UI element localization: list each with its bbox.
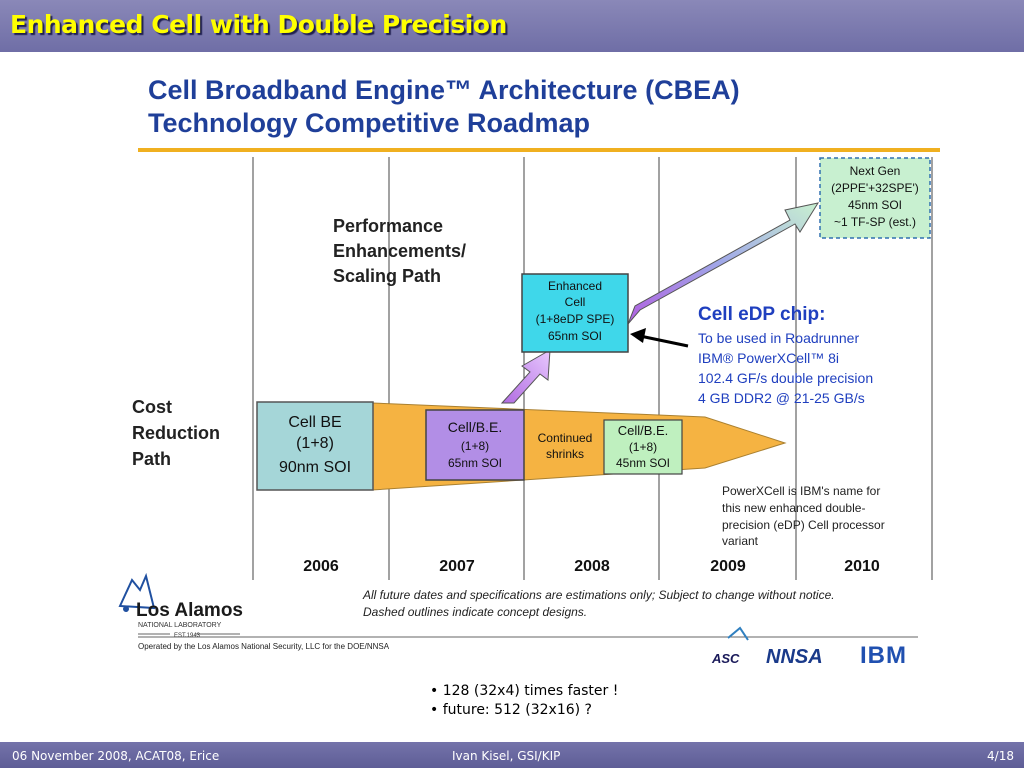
svg-text:Cell/B.E.: Cell/B.E. [448,419,502,435]
cell-be-name: Cell BE [288,414,341,431]
svg-text:Cell/B.E.: Cell/B.E. [618,423,669,438]
year-gridlines [252,157,933,580]
svg-text:All future dates and specifica: All future dates and specifications are … [362,588,835,602]
svg-text:To be used in Roadrunner: To be used in Roadrunner [698,330,859,346]
partner-logos: ASC NNSA IBM [711,626,907,669]
bullet-item: • future: 512 (32x16) ? [430,702,592,718]
svg-text:shrinks: shrinks [546,447,584,461]
performance-path-label: Performance Enhancements/ Scaling Path [333,216,466,286]
bullet-list: • 128 (32x4) times faster ! • future: 51… [430,682,618,720]
slide-footer: 06 November 2008, ACAT08, Erice Ivan Kis… [0,742,1024,768]
svg-text:this new enhanced double-: this new enhanced double- [722,501,865,515]
svg-text:Performance: Performance [333,216,443,236]
svg-text:Scaling Path: Scaling Path [333,266,441,286]
svg-text:65nm SOI: 65nm SOI [548,329,602,343]
enhanced-cell-box [521,273,629,353]
cost-reduction-label: Cost Reduction Path [132,397,220,469]
roadmap-title-line1: Cell Broadband Engine™ Architecture (CBE… [148,75,740,105]
svg-text:precision (eDP) Cell processor: precision (eDP) Cell processor [722,518,885,532]
next-gen-box [819,157,931,239]
svg-text:PowerXCell is IBM's name for: PowerXCell is IBM's name for [722,484,880,498]
svg-text:Continued: Continued [538,431,593,445]
cell-be-config: (1+8) [296,435,334,452]
svg-text:2007: 2007 [439,558,475,575]
svg-text:(1+8eDP SPE): (1+8eDP SPE) [536,312,615,326]
year-labels: 2006 2007 2008 2009 2010 [303,558,880,575]
roadmap-diagram: Cell Broadband Engine™ Architecture (CBE… [118,75,940,669]
svg-text:Reduction: Reduction [132,423,220,443]
edp-chip-specs: To be used in Roadrunner IBM® PowerXCell… [698,330,873,406]
edp-pointer-arrow [630,328,689,348]
cell-be-45nm-box [603,419,683,475]
svg-text:Next Gen: Next Gen [850,164,901,178]
footer-author: Ivan Kisel, GSI/KIP [452,749,561,763]
asc-logo: ASC [711,651,740,666]
title-underline [138,148,940,152]
svg-text:NATIONAL LABORATORY: NATIONAL LABORATORY [138,622,222,629]
svg-text:EST.1943: EST.1943 [174,633,201,639]
edp-chip-title: Cell eDP chip: [698,304,825,325]
footer-date-event: 06 November 2008, ACAT08, Erice [12,749,220,763]
svg-text:2008: 2008 [574,558,610,575]
svg-text:IBM® PowerXCell™ 8i: IBM® PowerXCell™ 8i [698,350,839,366]
svg-text:(1+8): (1+8) [629,440,657,454]
svg-text:45nm SOI: 45nm SOI [848,198,902,212]
slide-header: Enhanced Cell with Double Precision [0,0,1024,52]
svg-text:Enhanced: Enhanced [548,279,602,293]
svg-text:4 GB DDR2 @ 21-25 GB/s: 4 GB DDR2 @ 21-25 GB/s [698,390,865,406]
svg-text:Path: Path [132,449,171,469]
bullet-item: • 128 (32x4) times faster ! [430,683,619,699]
slide-title: Enhanced Cell with Double Precision [10,10,507,39]
disclaimer: All future dates and specifications are … [362,588,835,619]
svg-text:2006: 2006 [303,558,339,575]
svg-text:Dashed outlines indicate conce: Dashed outlines indicate concept designs… [363,605,587,619]
ibm-logo: IBM [860,642,907,669]
cell-be-process: 90nm SOI [279,459,351,476]
powerxcell-note: PowerXCell is IBM's name for this new en… [722,484,885,548]
continued-shrinks-label: Continued shrinks [538,431,593,461]
cell-be-90nm-box [256,401,374,491]
svg-text:~1 TF-SP (est.): ~1 TF-SP (est.) [834,215,916,229]
cell-be-65nm-box [425,409,525,481]
svg-text:(1+8): (1+8) [461,439,489,453]
svg-text:102.4 GF/s double precision: 102.4 GF/s double precision [698,370,873,386]
svg-text:(2PPE'+32SPE'): (2PPE'+32SPE') [831,181,919,195]
operated-by: Operated by the Los Alamos National Secu… [138,642,390,651]
svg-text:2009: 2009 [710,558,746,575]
footer-page-number: 4/18 [987,749,1014,763]
svg-text:65nm SOI: 65nm SOI [448,456,502,470]
svg-text:Cell: Cell [565,295,586,309]
svg-text:Enhancements/: Enhancements/ [333,241,466,261]
los-alamos-logo: Los Alamos NATIONAL LABORATORY EST.1943 [118,572,243,639]
svg-text:Los Alamos: Los Alamos [136,600,243,621]
svg-text:45nm SOI: 45nm SOI [616,456,670,470]
enhancement-arrow [500,349,551,404]
svg-text:2010: 2010 [844,558,880,575]
svg-text:Cost: Cost [132,397,172,417]
svg-text:variant: variant [722,534,759,548]
nnsa-logo: NNSA [766,646,823,668]
roadmap-title-line2: Technology Competitive Roadmap [148,108,590,138]
scaling-arrow-nextgen [627,202,820,325]
